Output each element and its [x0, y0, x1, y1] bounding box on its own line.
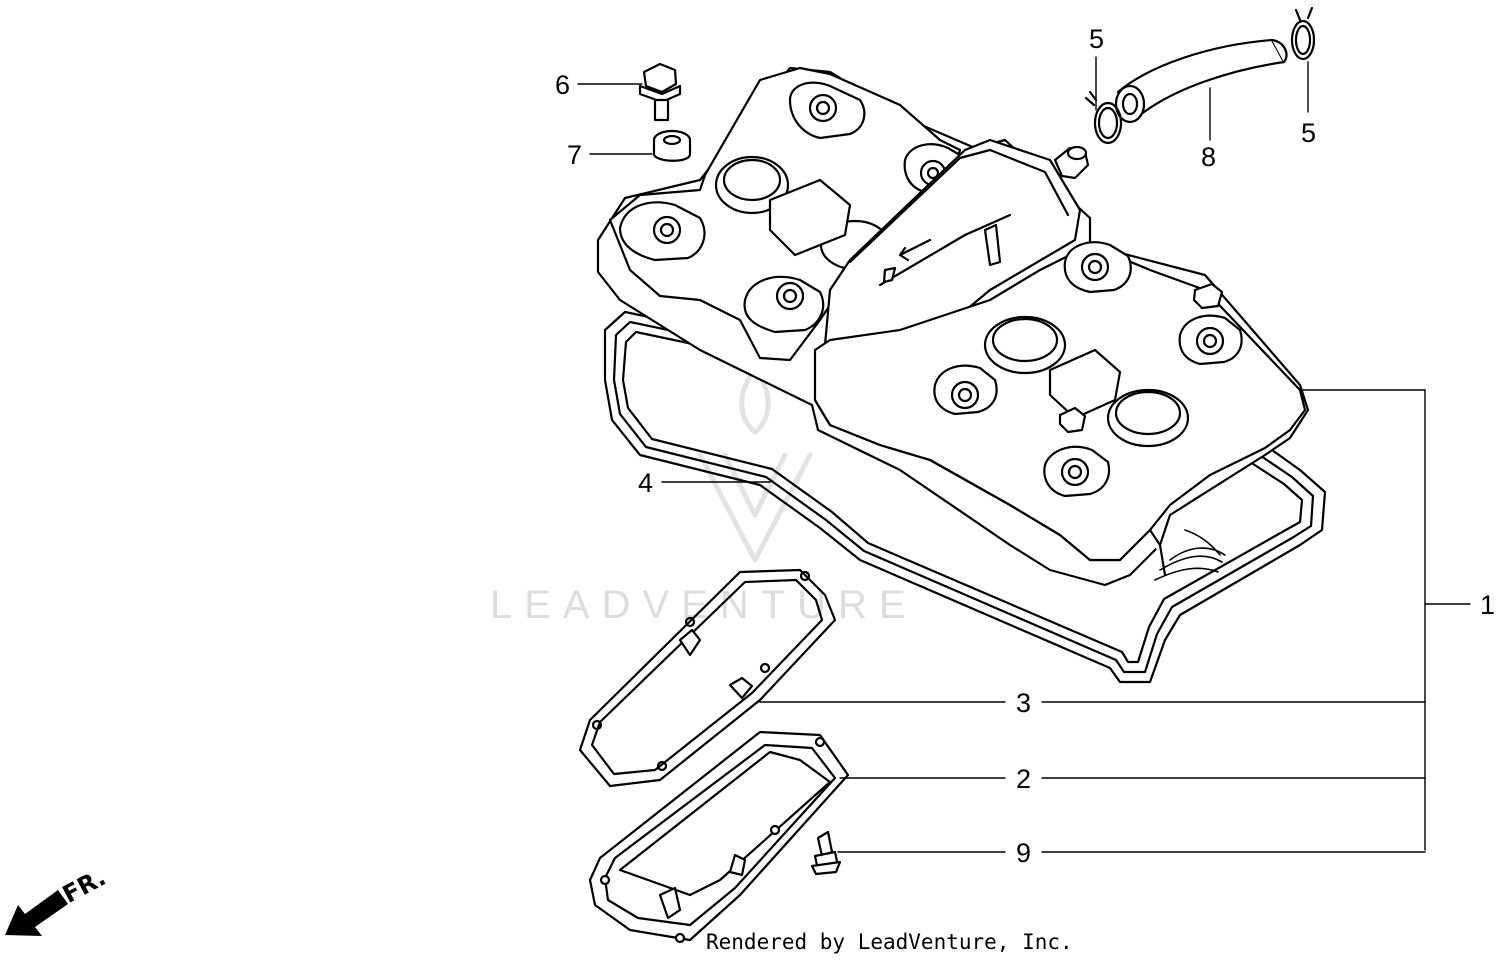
part-8-breather-hose: [1114, 38, 1288, 124]
part-9-bolt: [810, 830, 842, 876]
callout-5-left: 5: [1089, 24, 1105, 54]
part-5-hose-clip-right: [1290, 6, 1316, 61]
callout-5-right: 5: [1301, 118, 1317, 148]
part-2-breather-cover: [588, 730, 850, 944]
part-6-bolt: [638, 62, 682, 122]
callout-2: 2: [1016, 764, 1032, 794]
rendered-by-footer: Rendered by LeadVenture, Inc.: [706, 930, 1073, 954]
part-7-grommet: [652, 129, 692, 162]
watermark-text: LEADVENTURE: [490, 583, 918, 627]
watermark-logo: [697, 367, 813, 563]
callout-1: 1: [1480, 590, 1496, 620]
callout-3: 3: [1016, 688, 1032, 718]
callout-4: 4: [638, 468, 654, 498]
part-3-breather-gasket: [578, 568, 837, 788]
leader-lines: [577, 56, 1471, 853]
callout-9: 9: [1016, 838, 1032, 868]
gasket-detail: [1154, 529, 1226, 581]
part-4-head-cover-gasket: [603, 310, 1327, 684]
part-5-hose-clip-left: [1084, 90, 1123, 145]
part-1-cylinder-head-cover: [596, 66, 1310, 587]
callout-7: 7: [567, 140, 583, 170]
callout-6: 6: [555, 70, 571, 100]
callout-8: 8: [1201, 142, 1217, 172]
